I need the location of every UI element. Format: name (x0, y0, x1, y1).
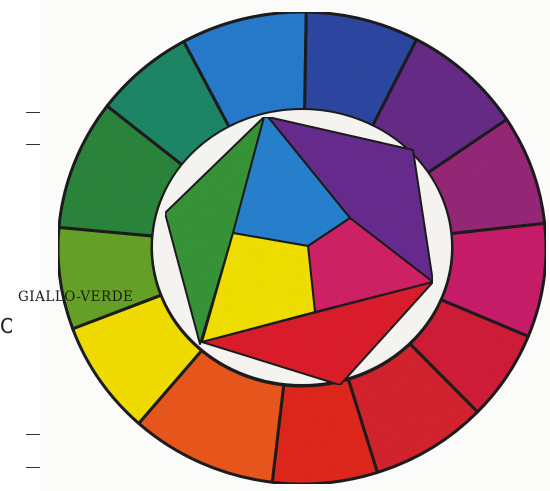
color-label-yellow-green: GIALLO-VERDE (18, 289, 133, 305)
